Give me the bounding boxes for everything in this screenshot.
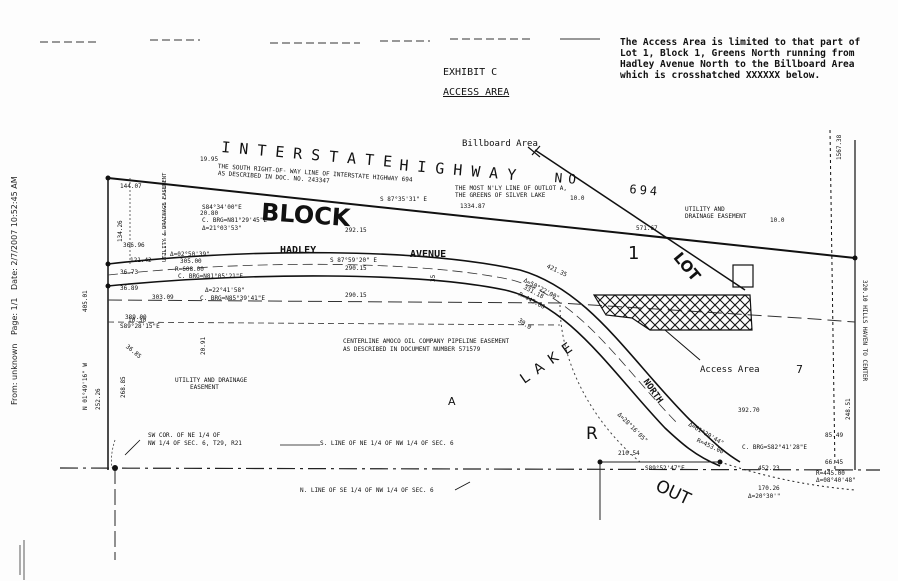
ann-n-line: N. LINE OF SE 1/4 OF NW 1/4 OF SEC. 6 [300,487,434,494]
dim-100: 10.0 [570,195,585,202]
avenue-label: AVENUE [410,249,447,260]
dim-0808: Δ=08°40'48" [816,477,856,484]
dim-44500b: R=445.00 [816,470,845,477]
ann-utility-left-2: EASEMENT [190,384,219,391]
dim-c-brg-2: C. BRG=N81°29'45"E [202,217,268,224]
hadley-south-edge [107,275,721,467]
dim-7: 7 [796,363,803,376]
dim-brg-sw: S89°28'15"E [120,323,160,330]
dim-30309: 303.09 [152,294,174,301]
fax-from: From: unknown [10,343,19,405]
dim-29215: 292.15 [345,227,367,234]
ann-centerline-2: AS DESCRIBED IN DOCUMENT NUMBER 571579 [343,346,481,353]
highway-number: 694 [628,182,661,199]
dim-c-brg-5: C. BRG=N85°39'41"E [200,295,266,302]
dim-3673: 36.73 [120,269,139,276]
dim-38900: 389.00 [125,314,147,321]
dim-25226: 252.26 [95,388,102,410]
dim-35: 35 [430,274,437,282]
outlot-r-label: R [586,424,598,444]
billboard-box [732,264,754,288]
dim-2105: 210.54 [618,450,640,457]
dim-brg-s87-1: S 87°35'31" E [380,196,427,203]
dim-60800: R=608.00 [175,266,204,273]
dim-c-brg-4: C. BRG=N81°05'21"E [178,273,244,280]
dim-36696: 366.96 [123,242,145,249]
dim-26885: 268.85 [120,376,127,398]
dim-c-brg-3: Δ=21°03'53" [202,225,242,232]
note-line-2: Lot 1, Block 1, Greens North running fro… [620,48,855,59]
dim-589: S89°52'47"E [645,465,685,472]
note-line-4: which is crosshatched XXXXXX below. [620,70,821,81]
dim-arc-d2: Δ=02°50'39" [170,251,210,258]
dim-2224: Δ=22°41'58" [205,287,245,294]
ann-utility-right-2: DRAINAGE EASEMENT [685,213,747,220]
note-line-3: Hadley Avenue North to the Billboard Are… [620,59,855,70]
ann-right-edge-vert: 320.10 HILLS HAVEN TO CENTER [861,280,868,382]
dim-2080: 20.80 [200,210,219,217]
dim-12142: 121.42 [130,257,152,264]
exhibit-subtitle: ACCESS AREA [443,87,510,98]
dim-3689: 36.89 [120,285,139,292]
dim-1030: 10.30 [128,317,147,324]
dim-1567: 1567.38 [836,134,843,160]
dim-brg-n: N 01°49'16" W [82,363,89,410]
ann-sw-cor-2: NW 1/4 OF SEC. 6, T29, R21 [148,440,242,447]
dim-c-brg-1: S84°34'00"E [202,204,242,211]
dim-57167: 571.67 [636,225,658,232]
access-area-crosshatch [592,294,753,331]
hadley-centerline [107,263,679,425]
dim-40501: 405.01 [82,290,89,312]
dim-30500: 305.00 [180,258,202,265]
ann-sw-cor-1: SW COR. OF NE 1/4 OF [148,432,221,439]
dim-c-brg-6: C. BRG=S82°41'28"E [742,444,808,451]
dim-4522: 452.23 [758,465,780,472]
dim-8549: 85.49 [825,432,844,439]
block-label: BLOCK [260,198,352,233]
access-area-label: Access Area [700,365,760,375]
dim-100b: 10.0 [770,217,785,224]
billboard-leader [534,149,746,291]
hadley-north-edge [107,251,741,463]
dim-24851: 248.51 [845,398,852,420]
ann-s-line: S. LINE OF NE 1/4 OF NW 1/4 OF SEC. 6 [320,440,454,447]
lot-number: 1 [628,243,640,264]
ann-utility-vert-left: UTILITY & DRAINAGE EASEMENT [162,172,168,262]
s-line-section [59,467,881,471]
row-line [107,177,856,259]
ann-utility-right-1: UTILITY AND [685,206,725,213]
dim-2091: 20.91 [200,336,207,355]
dim-29015: 290.15 [345,292,367,299]
lake-a-label: A [448,395,456,408]
ann-most-nly-1: THE MOST N'LY LINE OF OUTLOT A, [455,185,567,192]
billboard-area-label: Billboard Area [462,139,538,149]
scan-dashes [40,38,600,44]
dim-brg-s87-2: S 87°59'20" E [330,257,377,264]
hadley-label: HADLEY [280,245,317,256]
dim-1995: 19.95 [200,156,219,163]
dim-14407: 144.07 [120,183,142,190]
note-line-1: The Access Area is limited to that part … [620,37,861,48]
dim-29015b: 290.15 [345,265,367,272]
dim-6645: 66.45 [825,459,844,466]
fax-date: Date: 2/7/2007 10:52:45 AM [10,176,19,290]
dim-17026: 170.26 [758,485,780,492]
fax-page: Page: 1/1 [10,297,19,335]
ann-most-nly-2: THE GREENS OF SILVER LAKE [455,192,546,199]
exhibit-title: EXHIBIT C [443,67,498,78]
dim-2030: Δ=20°30'" [748,493,781,500]
dim-133487: 1334.87 [460,203,486,210]
ann-utility-left-1: UTILITY AND DRAINAGE [175,377,248,384]
dim-392: 392.70 [738,407,760,414]
dim-13426: 134.26 [117,220,124,242]
ann-centerline-1: CENTERLINE AMOCO OIL COMPANY PIPELINE EA… [343,338,510,345]
